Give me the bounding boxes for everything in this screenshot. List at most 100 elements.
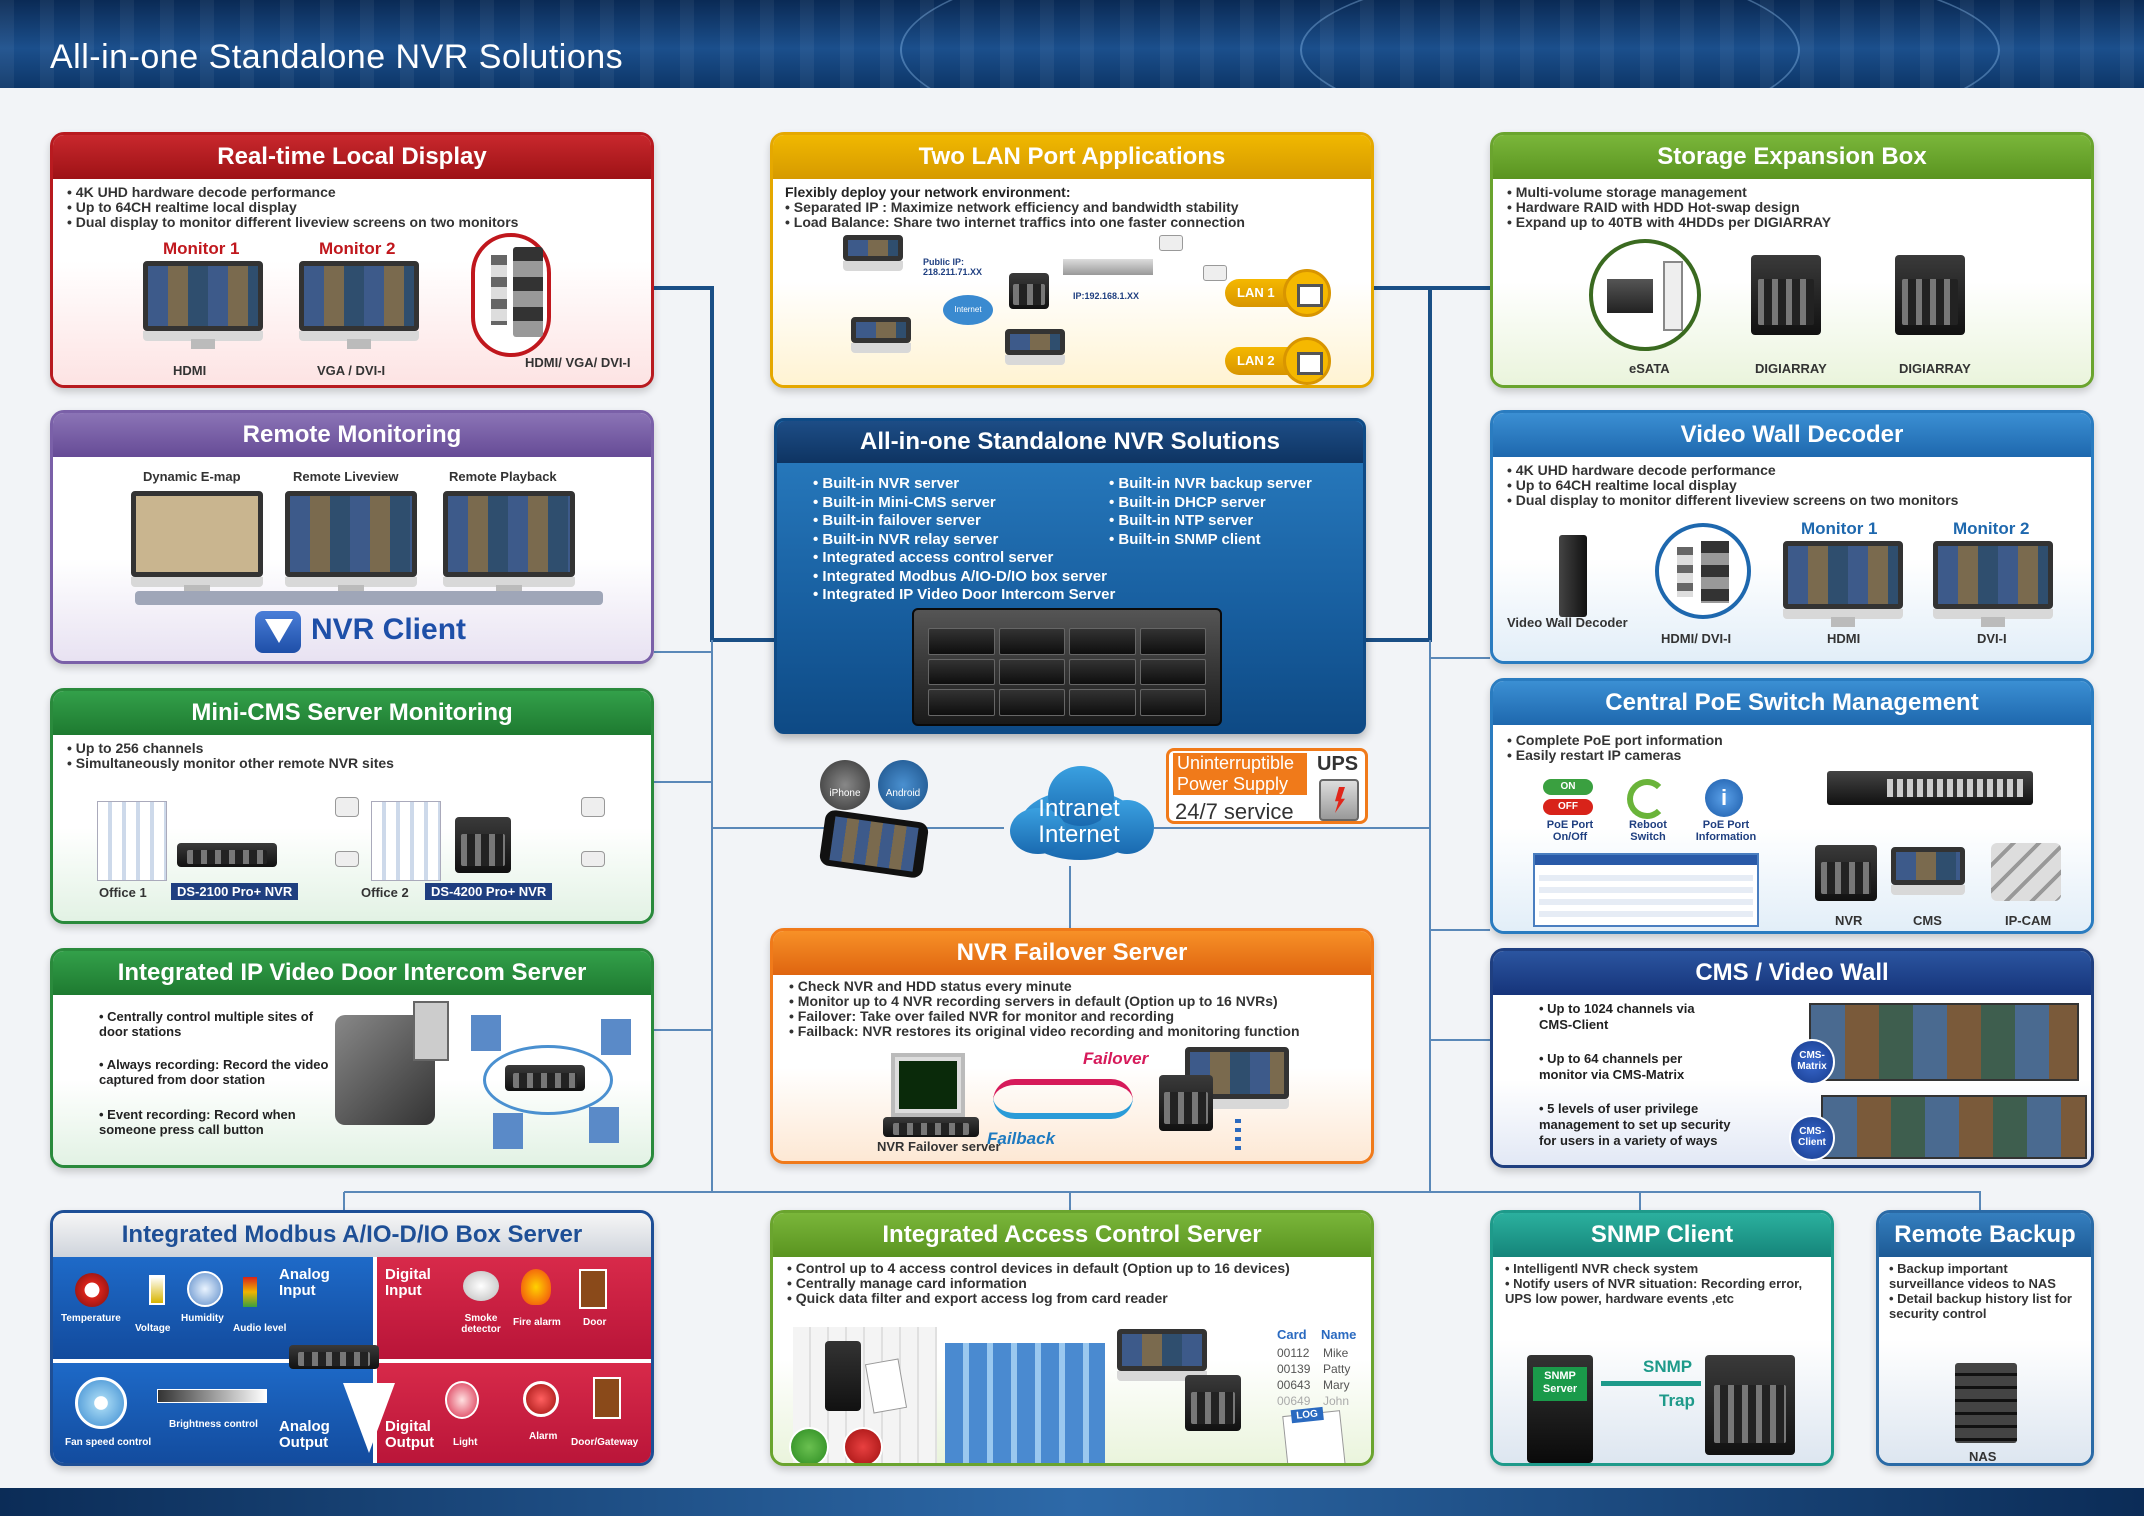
poe-port-label: PoE Port On/Off [1546, 819, 1594, 843]
ds2100-nvr-icon [177, 843, 277, 867]
client-monitor-icon [1005, 329, 1065, 373]
network-ring-icon [483, 1045, 613, 1115]
nvr-server-icon [505, 1065, 585, 1091]
bullet: 4K UHD hardware decode performance [1507, 463, 2077, 478]
client-monitor-icon [843, 235, 903, 279]
reboot-icon[interactable] [1627, 779, 1667, 819]
bullet-list: Separated IP : Maximize network efficien… [785, 200, 1359, 230]
ip-cameras-icon [1991, 843, 2061, 901]
off-toggle[interactable]: OFF [1543, 799, 1593, 815]
bullet: Centrally manage card information [787, 1276, 1357, 1291]
poe-table-screenshot [1533, 853, 1759, 927]
info-icon[interactable]: i [1705, 779, 1743, 817]
central-title: All-in-one Standalone NVR Solutions [777, 421, 1363, 463]
bullet: Up to 256 channels [67, 741, 637, 756]
monitor-2-icon [1933, 541, 2053, 627]
bullet: Hardware RAID with HDD Hot-swap design [1507, 200, 2077, 215]
panel-remote-monitoring: Remote Monitoring Dynamic E-map Remote L… [50, 410, 654, 664]
office-1-label: Office 1 [99, 885, 147, 900]
client-workstation-icon [1821, 1095, 2087, 1159]
panel-title: Integrated IP Video Door Intercom Server [53, 951, 651, 995]
playback-label: Remote Playback [449, 469, 557, 484]
panel-title: Remote Backup [1879, 1213, 2091, 1257]
camera-icon [581, 797, 605, 817]
bullet: Control up to 4 access control devices i… [787, 1261, 1357, 1276]
ds4200-label: DS-4200 Pro+ NVR [425, 883, 553, 900]
central-left-list: Built-in NVR server Built-in Mini-CMS se… [813, 475, 1115, 605]
snmp-arrow-label: SNMP [1643, 1357, 1693, 1376]
dvi-caption: DVI-I [1977, 631, 2007, 646]
alarm-label: Alarm [529, 1431, 558, 1442]
rackmount-nvr-icon [912, 608, 1222, 726]
monitor-1-label: Monitor 1 [163, 239, 240, 258]
panel-title: Mini-CMS Server Monitoring [53, 691, 651, 735]
nvr-icon [1009, 273, 1049, 309]
modbus-nvr-icon [289, 1345, 379, 1369]
emap-monitor-icon [131, 491, 263, 595]
office-2-label: Office 2 [361, 885, 409, 900]
cms-item: • 5 levels of user privilege management … [1539, 1101, 1731, 1148]
temperature-label: Temperature [61, 1313, 121, 1324]
decoder-label: Video Wall Decoder [1507, 615, 1628, 630]
bullet: Dual display to monitor different livevi… [67, 215, 637, 230]
cms-item: • Up to 1024 channels via CMS-Client [1539, 1001, 1695, 1032]
central-item: Built-in NVR server [813, 475, 1115, 494]
recording-nvr-icon [1159, 1075, 1213, 1131]
audio-level-icon [243, 1277, 257, 1307]
apple-icon: iPhone [820, 760, 870, 810]
page-title: All-in-one Standalone NVR Solutions [50, 38, 624, 76]
panel-mini-cms: Mini-CMS Server Monitoring Up to 256 cha… [50, 688, 654, 924]
voltage-label: Voltage [135, 1323, 171, 1334]
nvr-label: NVR [1835, 913, 1863, 928]
off-label: OFF [1558, 801, 1578, 812]
nas-icon [1955, 1363, 2017, 1443]
panel-cms-video-wall: CMS / Video Wall • Up to 1024 channels v… [1490, 948, 2094, 1168]
poe-switch-icon [1827, 771, 2033, 805]
card-cell: 00139 [1277, 1362, 1311, 1376]
more-nvrs-dots [1235, 1119, 1241, 1155]
light-icon [445, 1381, 479, 1419]
panel-title: Storage Expansion Box [1493, 135, 2091, 179]
card-reader-icon [825, 1341, 861, 1411]
building-icon [589, 1107, 619, 1143]
name-column: Mike Patty Mary John [1323, 1345, 1350, 1409]
panel-door-intercom: Integrated IP Video Door Intercom Server… [50, 948, 654, 1168]
smoke-detector-label: Smoke detector [461, 1313, 501, 1335]
monitor-1-icon [1783, 541, 1903, 627]
internet-label: Internet [954, 305, 982, 314]
liveview-monitor-icon [285, 491, 417, 595]
card-column-header: Card [1277, 1327, 1307, 1342]
switch-icon [1063, 259, 1153, 275]
analog-input-label: Analog Input [279, 1266, 330, 1299]
panel-remote-backup: Remote Backup Backup important surveilla… [1876, 1210, 2094, 1466]
cms-matrix-badge: CMS-Matrix [1789, 1039, 1835, 1085]
bullet-list: Check NVR and HDD status every minute Mo… [789, 979, 1355, 1039]
video-ports-icon [1655, 523, 1751, 619]
central-item: Integrated Modbus A/IO-D/IO box server [813, 568, 1115, 587]
lan-2-label: LAN 2 [1237, 353, 1275, 368]
panel-title: Central PoE Switch Management [1493, 681, 2091, 725]
failover-server-label: NVR Failover server [877, 1139, 1001, 1154]
panel-video-wall-decoder: Video Wall Decoder 4K UHD hardware decod… [1490, 410, 2094, 664]
bullet-list: Complete PoE port information Easily res… [1507, 733, 2077, 763]
lan-1-label: LAN 1 [1237, 285, 1275, 300]
digiarray-1-label: DIGIARRAY [1755, 361, 1827, 376]
failover-arrow-icon [993, 1079, 1133, 1101]
bullet-list: Backup important surveillance videos to … [1889, 1261, 2081, 1321]
central-item: Built-in NVR relay server [813, 531, 1115, 550]
panel-access-control: Integrated Access Control Server Control… [770, 1210, 1374, 1466]
android-icon: Android [878, 760, 928, 810]
video-ports-icon [471, 233, 551, 357]
central-item: Built-in NTP server [1109, 512, 1312, 531]
door-item-text: Centrally control multiple sites of door… [99, 1009, 314, 1039]
door-icon [579, 1269, 607, 1309]
bullet: Failover: Take over failed NVR for monit… [789, 1009, 1355, 1024]
cms-client-badge: CMS-Client [1789, 1115, 1835, 1161]
bullet: 4K UHD hardware decode performance [67, 185, 637, 200]
bullet: Monitor up to 4 NVR recording servers in… [789, 994, 1355, 1009]
liveview-label: Remote Liveview [293, 469, 399, 484]
android-label: Android [885, 788, 921, 799]
card-cell: 00649 [1277, 1394, 1311, 1408]
on-toggle[interactable]: ON [1543, 779, 1593, 795]
panel-two-lan-port: Two LAN Port Applications Flexibly deplo… [770, 132, 1374, 388]
